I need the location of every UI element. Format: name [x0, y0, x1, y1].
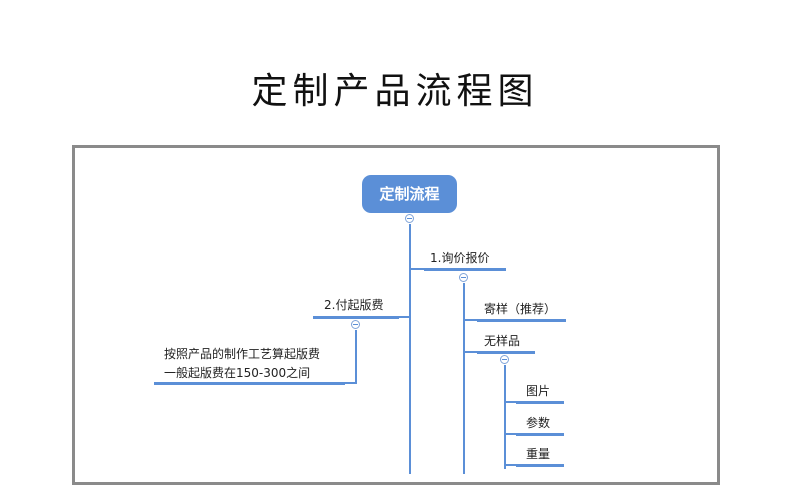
branch-line [463, 283, 465, 474]
node-weight[interactable]: 重量 [526, 447, 551, 461]
node-setup-fee[interactable]: 2.付起版费 [324, 298, 384, 312]
connector-line [505, 433, 517, 435]
node-params[interactable]: 参数 [526, 416, 551, 430]
connector-line [505, 401, 517, 403]
note-line: 一般起版费在150-300之间 [164, 366, 311, 380]
connector-line [343, 382, 356, 384]
note-line: 按照产品的制作工艺算起版费 [164, 347, 321, 361]
connector-line [505, 464, 517, 466]
collapse-icon[interactable] [500, 355, 509, 364]
node-underline [516, 401, 564, 404]
node-image[interactable]: 图片 [526, 384, 551, 398]
trunk-line [409, 224, 411, 474]
connector-line [464, 351, 478, 353]
branch-line [504, 365, 506, 469]
node-underline [154, 382, 345, 385]
node-underline [477, 319, 566, 322]
node-inquiry[interactable]: 1.询价报价 [430, 251, 490, 265]
node-underline [424, 268, 506, 271]
page-title: 定制产品流程图 [251, 71, 539, 112]
connector-line [410, 268, 425, 270]
collapse-icon[interactable] [459, 273, 468, 282]
connector-line [398, 316, 410, 318]
node-underline [313, 316, 399, 319]
node-underline [516, 433, 564, 436]
node-underline [516, 464, 564, 467]
node-underline [477, 351, 535, 354]
collapse-icon[interactable] [405, 214, 414, 223]
node-setup-fee-note[interactable]: 按照产品的制作工艺算起版费 一般起版费在150-300之间 [164, 345, 320, 383]
connector-line [464, 319, 478, 321]
branch-line [355, 330, 357, 384]
root-node[interactable]: 定制流程 [362, 175, 457, 213]
node-sample[interactable]: 寄样（推荐） [484, 302, 557, 316]
node-no-sample[interactable]: 无样品 [484, 334, 521, 348]
collapse-icon[interactable] [351, 320, 360, 329]
